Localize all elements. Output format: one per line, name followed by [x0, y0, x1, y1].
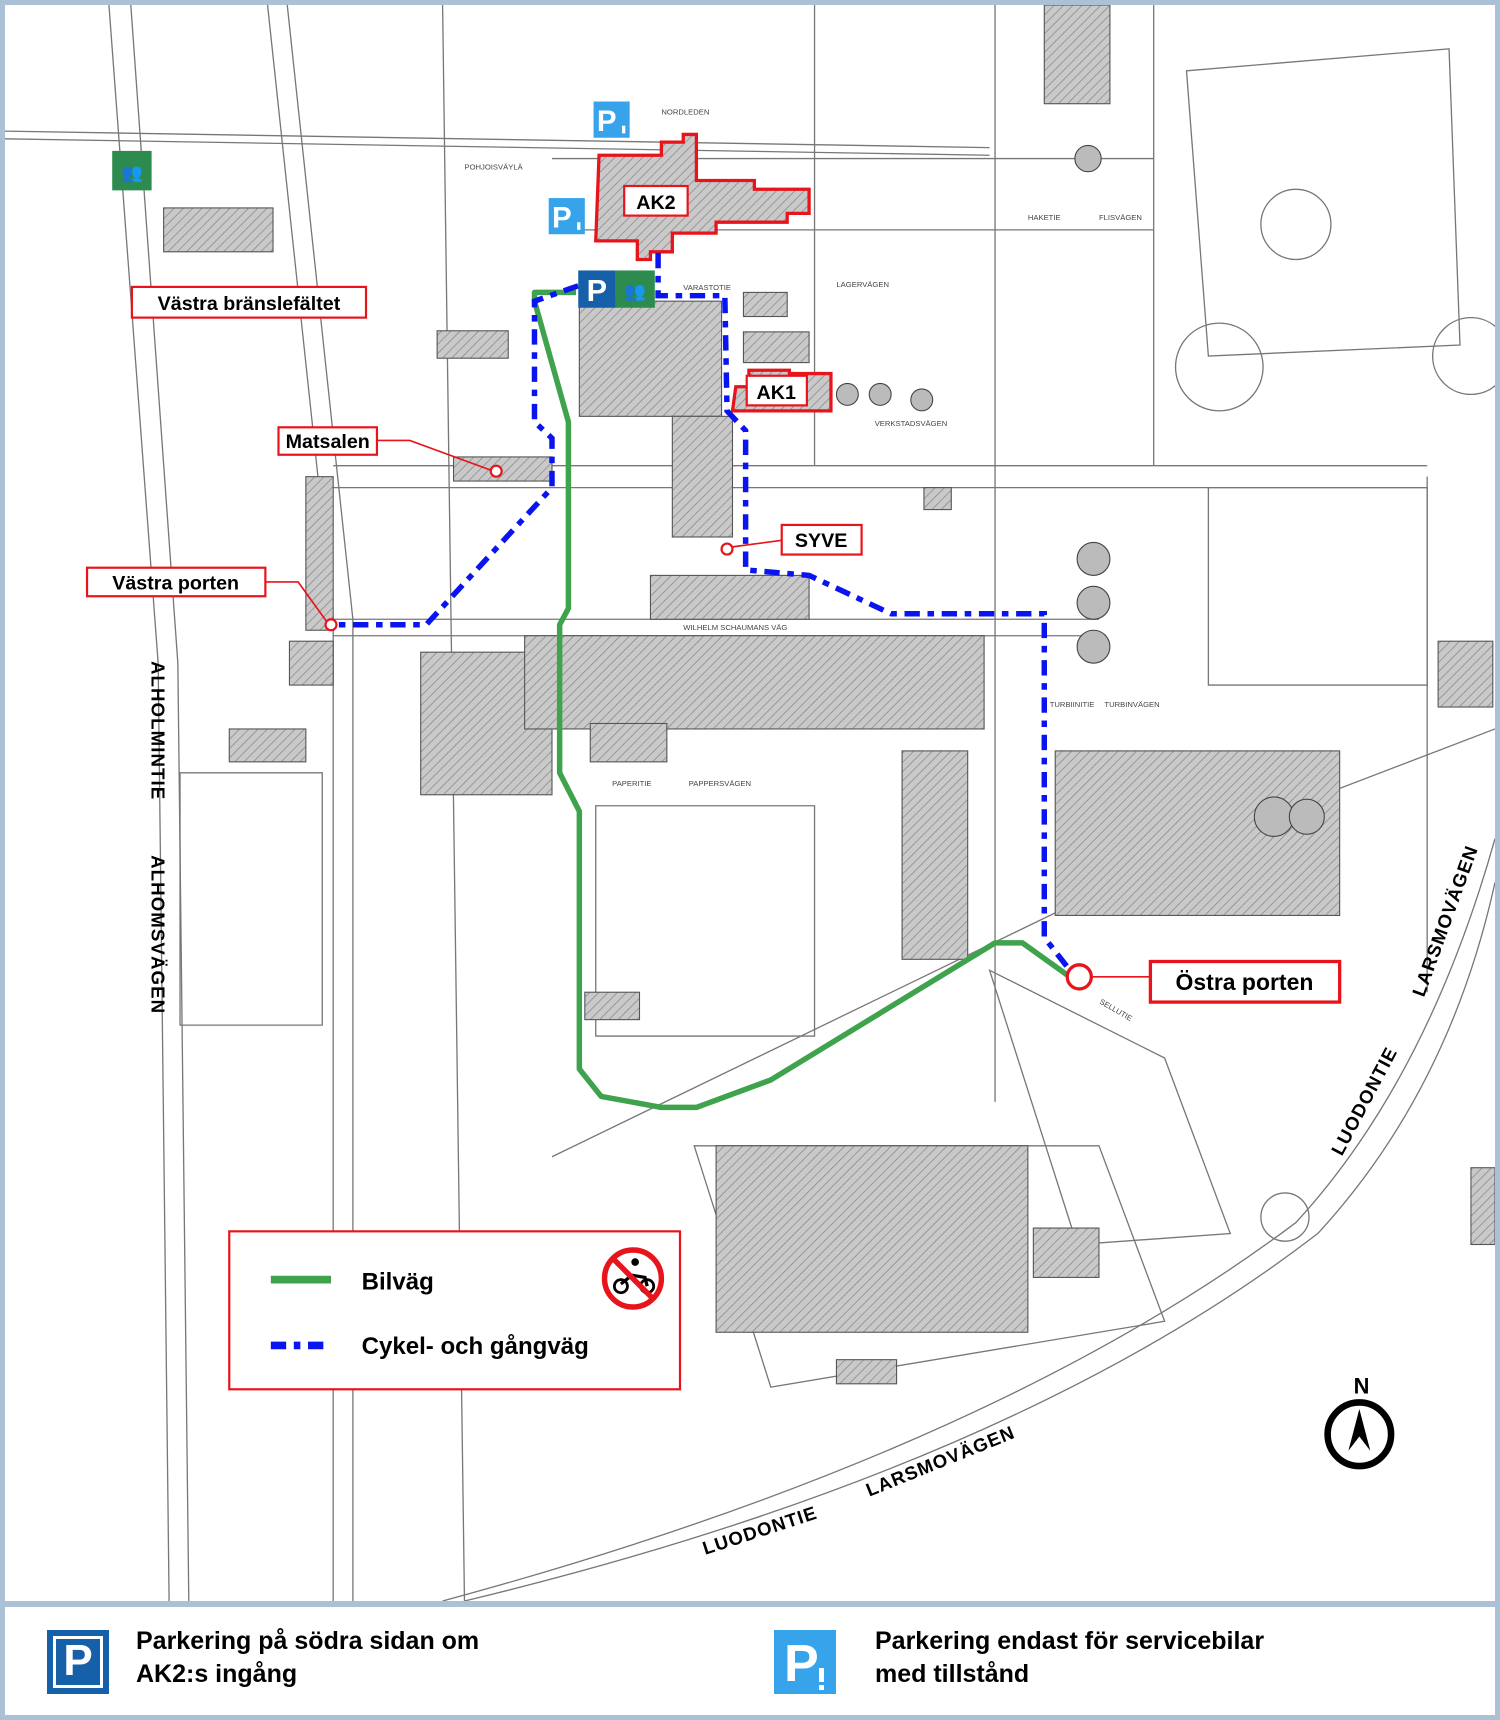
main-parking-legend-icon: P [47, 1630, 109, 1694]
label-leaders [265, 439, 1151, 978]
ostra-porten-marker[interactable] [1065, 963, 1093, 991]
north-arrow-icon: N [1324, 1374, 1395, 1470]
label-ostra-porten: Östra porten [1176, 969, 1314, 995]
bike-walk-route-west [333, 283, 580, 628]
parking-legend: P Parkering på södra sidan om AK2:s ingå… [5, 1607, 1495, 1715]
compass-north-label: N [1354, 1374, 1370, 1399]
road-pohjoisvayla: POHJOISVÄYLÄ [464, 163, 523, 172]
road-papertie: PAPERITIE [612, 779, 651, 788]
place-labels: Västra bränslefältet Matsalen Västra por… [85, 184, 1342, 1004]
svg-text:P: P [587, 274, 607, 308]
syve-marker[interactable] [720, 542, 734, 556]
legend-separator [0, 1601, 1500, 1607]
service-parking-icon-north[interactable]: P [593, 101, 630, 139]
label-ak2: AK2 [636, 192, 675, 214]
label-vastra-porten: Västra porten [112, 573, 239, 595]
bike-walk-route-east [655, 252, 1074, 975]
label-vastra-branslefaltet: Västra bränslefältet [158, 293, 341, 315]
road-nordleden: NORDLEDEN [661, 108, 709, 117]
service-parking-line1: Parkering endast för servicebilar [875, 1627, 1265, 1655]
label-ak1: AK1 [757, 382, 796, 404]
road-varastotie: VARASTOTIE [683, 283, 731, 292]
service-parking-legend-text: Parkering endast för servicebilar med ti… [875, 1625, 1264, 1691]
legend-car-road-label: Bilväg [362, 1268, 434, 1295]
main-parking-line2: AK2:s ingång [136, 1660, 298, 1688]
assembly-point-icon-west: 👥 [112, 150, 152, 191]
road-turbiinitie: TURBIINITIE [1050, 700, 1095, 709]
road-turbinvagen: TURBINVÄGEN [1104, 700, 1159, 709]
car-road-route [531, 289, 1070, 1111]
road-pappersvagen: PAPPERSVÄGEN [689, 779, 751, 788]
main-parking-line1: Parkering på södra sidan om [136, 1627, 480, 1655]
service-parking-legend-icon: P [774, 1630, 836, 1694]
road-alhomsvagen: ALHOMSVÄGEN [148, 855, 169, 1014]
no-motorcycles-icon [601, 1247, 665, 1310]
road-haketie: HAKETIE [1028, 213, 1061, 222]
svg-text:👥: 👥 [121, 162, 143, 182]
service-parking-line2: med tillstånd [875, 1660, 1030, 1688]
road-wilhelm: WILHELM SCHAUMANS VÄG [683, 623, 787, 632]
site-map: Västra bränslefältet Matsalen Västra por… [5, 5, 1495, 1601]
vastra-porten-marker[interactable] [324, 618, 338, 632]
road-lagervagen: LAGERVÄGEN [836, 280, 889, 289]
buildings [163, 5, 1495, 1385]
road-alholmintie: ALHOLMINTIE [148, 661, 169, 800]
tanks [835, 144, 1325, 838]
service-parking-icon-west[interactable]: P [548, 198, 585, 235]
road-flisvagen: FLISVÄGEN [1099, 213, 1142, 222]
svg-text:👥: 👥 [624, 281, 646, 301]
svg-text:P: P [597, 105, 617, 138]
road-verkstadsvagen: VERKSTADSVÄGEN [875, 419, 948, 428]
route-legend: Bilväg Cykel- och gångväg [228, 1230, 682, 1391]
legend-bike-walk-label: Cykel- och gångväg [362, 1333, 589, 1360]
ak2-building[interactable] [594, 132, 811, 262]
matsalen-marker[interactable] [489, 464, 503, 478]
label-syve: SYVE [795, 530, 848, 552]
label-matsalen: Matsalen [286, 431, 370, 453]
svg-text:P: P [552, 202, 572, 235]
main-parking-legend-text: Parkering på södra sidan om AK2:s ingång [136, 1625, 479, 1691]
assembly-point-icon: 👥 [615, 270, 655, 308]
main-parking-icon[interactable]: P [578, 270, 616, 308]
